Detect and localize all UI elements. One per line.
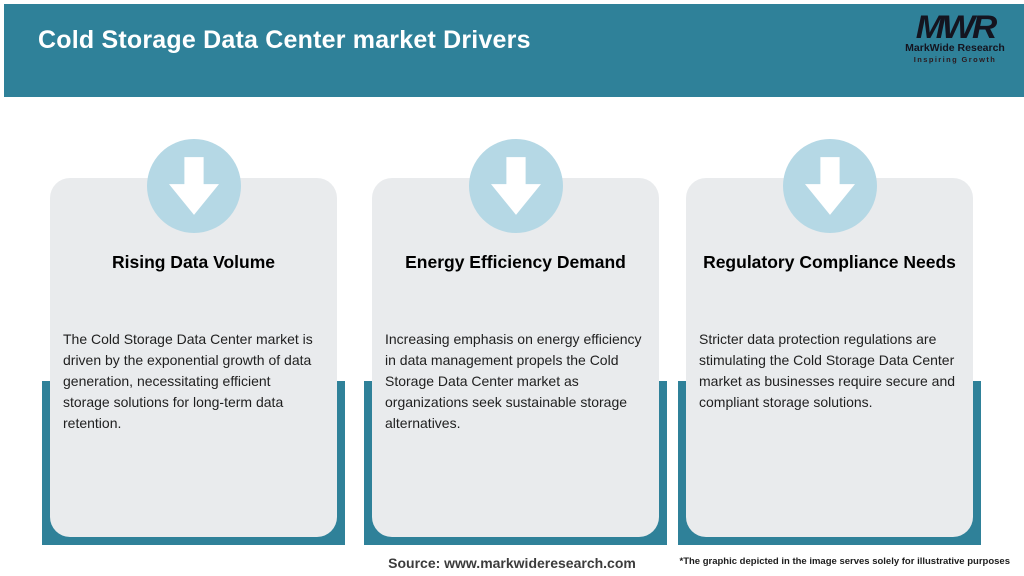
- down-arrow-icon: [782, 139, 877, 233]
- card-panel: Rising Data Volume The Cold Storage Data…: [50, 178, 337, 537]
- driver-card-regulatory-compliance-needs: Regulatory Compliance Needs Stricter dat…: [678, 139, 981, 545]
- driver-card-rising-data-volume: Rising Data Volume The Cold Storage Data…: [42, 139, 345, 545]
- card-body-text: The Cold Storage Data Center market is d…: [63, 331, 313, 431]
- card-panel: Regulatory Compliance Needs Stricter dat…: [686, 178, 973, 537]
- card-title: Regulatory Compliance Needs: [703, 252, 956, 272]
- down-arrow-icon: [468, 139, 563, 233]
- logo-tagline: Inspiring Growth: [913, 55, 997, 64]
- logo-monogram: MWR: [915, 9, 997, 46]
- card-body-text: Stricter data protection regulations are…: [699, 331, 956, 410]
- source-text: Source: www.markwideresearch.com: [388, 555, 636, 571]
- down-arrow-icon: [146, 139, 241, 233]
- card-panel: Energy Efficiency Demand Increasing emph…: [372, 178, 659, 537]
- page-title: Cold Storage Data Center market Drivers: [38, 26, 531, 54]
- card-body-text: Increasing emphasis on energy efficiency…: [385, 331, 642, 431]
- card-title: Rising Data Volume: [111, 252, 276, 272]
- disclaimer-text: *The graphic depicted in the image serve…: [679, 556, 1011, 567]
- header-banner: Cold Storage Data Center market Drivers …: [4, 4, 1024, 97]
- card-title: Energy Efficiency Demand: [405, 252, 626, 272]
- markwide-research-logo: MWR MarkWide Research Inspiring Growth: [900, 10, 1010, 64]
- logo-name: MarkWide Research: [905, 42, 1005, 54]
- driver-card-energy-efficiency-demand: Energy Efficiency Demand Increasing emph…: [364, 139, 667, 545]
